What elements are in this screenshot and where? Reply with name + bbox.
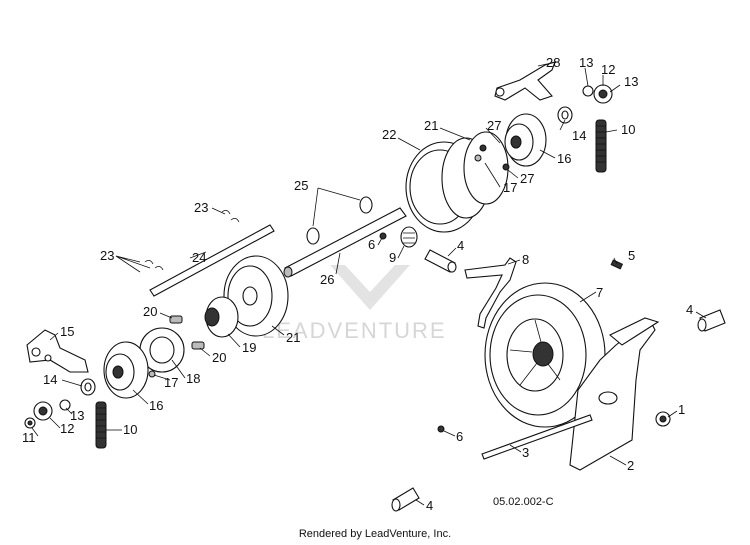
callout-13: 13	[624, 74, 638, 89]
part-27-nut-a	[479, 144, 487, 152]
callout-11: 11	[22, 430, 36, 445]
part-4-bushing-top	[424, 249, 457, 273]
callout-6: 6	[456, 429, 463, 444]
callout-17: 17	[164, 375, 178, 390]
callouts: 28 13 12 13 21 27 14 10 22 16 17 27 25 2…	[22, 55, 693, 513]
part-25-ring-b	[359, 196, 373, 214]
callout-24: 24	[192, 250, 206, 265]
part-19-hub	[204, 296, 239, 338]
callout-16: 16	[557, 151, 571, 166]
callout-23: 23	[100, 248, 114, 263]
callout-10: 10	[621, 122, 635, 137]
callout-21: 21	[286, 330, 300, 345]
leader-lines	[31, 61, 707, 506]
callout-6: 6	[368, 237, 375, 252]
callout-21: 21	[424, 118, 438, 133]
callout-9: 9	[389, 250, 396, 265]
callout-13: 13	[70, 408, 84, 423]
part-3-axle	[481, 414, 593, 460]
callout-7: 7	[596, 285, 603, 300]
callout-8: 8	[522, 252, 529, 267]
callout-14: 14	[43, 372, 57, 387]
callout-2: 2	[627, 458, 634, 473]
part-7-wheel	[484, 282, 606, 428]
part-10-spring-bottom	[95, 401, 107, 449]
part-11-nut	[24, 417, 36, 429]
part-21-pulley	[223, 255, 289, 337]
callout-22: 22	[382, 127, 396, 142]
part-4-bushing-right	[697, 309, 726, 332]
part-6-nut-bottom	[437, 425, 445, 433]
callout-27: 27	[520, 171, 534, 186]
callout-18: 18	[186, 371, 200, 386]
callout-13: 13	[579, 55, 593, 70]
part-17-pin-top	[474, 154, 482, 162]
part-12-bearing-bottom	[33, 401, 53, 421]
diagram-code: 05.02.002-C	[493, 496, 554, 508]
callout-15: 15	[60, 324, 74, 339]
part-14-washer-bottom	[80, 378, 96, 396]
callout-25: 25	[294, 178, 308, 193]
part-4-bushing-bottom	[391, 487, 420, 512]
callout-28: 28	[546, 55, 560, 70]
part-12-bearing-top	[582, 84, 613, 104]
part-27-nut-b	[502, 163, 510, 171]
watermark-text: LEADVENTURE	[262, 318, 447, 343]
callout-5: 5	[628, 248, 635, 263]
callout-17: 17	[503, 180, 517, 195]
part-1-nut	[655, 411, 671, 427]
callout-10: 10	[123, 422, 137, 437]
part-10-spring-top	[595, 119, 607, 173]
callout-23: 23	[194, 200, 208, 215]
part-16-gear-top	[504, 113, 547, 167]
part-14-washer-top	[557, 106, 573, 124]
part-13-ring-bottom	[59, 399, 71, 411]
callout-4: 4	[686, 302, 693, 317]
part-26-shaft	[283, 207, 407, 278]
callout-14: 14	[572, 128, 586, 143]
part-6-nut-top	[379, 232, 387, 240]
callout-27: 27	[487, 118, 501, 133]
callout-26: 26	[320, 272, 334, 287]
part-15-bracket	[26, 329, 89, 373]
part-16-gear-bottom	[103, 341, 149, 399]
callout-12: 12	[601, 62, 615, 77]
part-5-clip	[610, 259, 624, 270]
callout-1: 1	[678, 402, 685, 417]
part-28-bracket	[494, 61, 556, 101]
callout-3: 3	[522, 445, 529, 460]
part-8-linkage	[464, 257, 517, 329]
part-25-ring-a	[306, 227, 320, 245]
part-17-pin-bottom	[148, 370, 156, 378]
callout-19: 19	[242, 340, 256, 355]
part-20-pin-b	[191, 341, 205, 350]
watermark-logo	[330, 265, 410, 310]
part-20-pin-a	[169, 315, 183, 324]
part-23-clips	[144, 210, 240, 271]
callout-20: 20	[212, 350, 226, 365]
part-9-spring	[400, 226, 418, 248]
callout-4: 4	[426, 498, 433, 513]
part-2-side-plate	[569, 317, 660, 471]
part-24-shaft	[149, 224, 275, 297]
callout-4: 4	[457, 238, 464, 253]
footer-credit: Rendered by LeadVenture, Inc.	[298, 528, 452, 540]
part-21-ring-top	[463, 131, 509, 205]
callout-12: 12	[60, 421, 74, 436]
callout-16: 16	[149, 398, 163, 413]
callout-20: 20	[143, 304, 157, 319]
